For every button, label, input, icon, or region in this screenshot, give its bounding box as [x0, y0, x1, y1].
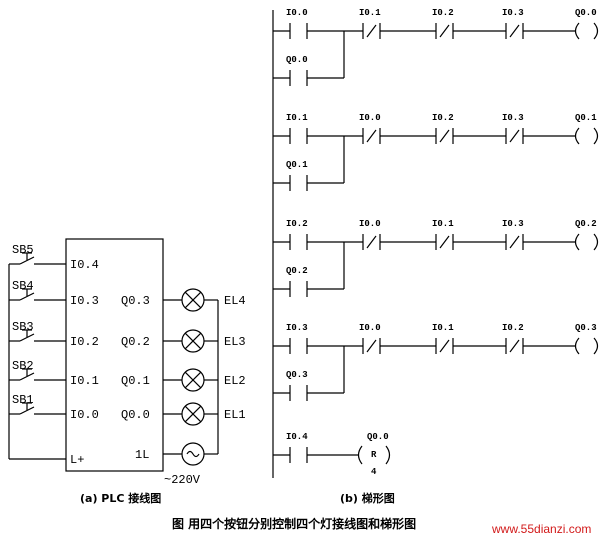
- contact-slash: [366, 235, 377, 249]
- contact-slash: [439, 24, 450, 38]
- coil-left-arc: [574, 233, 580, 251]
- contact-label: Q0.3: [286, 370, 308, 380]
- reset-count-label: 4: [371, 467, 377, 477]
- output-terminal-label: Q0.0: [121, 408, 150, 422]
- reset-coil-right-arc: [385, 445, 391, 465]
- lamp-cross: [184, 332, 202, 350]
- lamp-label: EL1: [224, 408, 246, 422]
- contact-label: I0.2: [286, 219, 308, 229]
- input-terminal-label: I0.3: [70, 294, 99, 308]
- plc-box: [65, 238, 164, 472]
- contact-slash: [509, 129, 520, 143]
- input-terminal-label: I0.4: [70, 258, 99, 272]
- ac-sine: [186, 450, 200, 458]
- output-terminal-label: Q0.1: [121, 374, 150, 388]
- plc-wiring-diagram: [8, 238, 219, 472]
- contact-label: I0.2: [432, 8, 454, 18]
- supply-label: ~220V: [164, 473, 201, 487]
- contact-slash: [366, 129, 377, 143]
- contact-slash: [366, 339, 377, 353]
- contact-label: I0.0: [359, 113, 381, 123]
- lamp-cross: [184, 291, 202, 309]
- watermark: www.55dianzi.com: [491, 522, 591, 536]
- button-label: SB3: [12, 320, 34, 334]
- contact-label: I0.4: [286, 432, 308, 442]
- contact-label: Q0.1: [286, 160, 308, 170]
- button-blade: [19, 406, 35, 415]
- contact-label: I0.3: [502, 8, 524, 18]
- input-terminal-label: I0.1: [70, 374, 99, 388]
- lamp-label: EL3: [224, 335, 246, 349]
- coil-label: Q0.0: [575, 8, 597, 18]
- contact-label: Q0.2: [286, 266, 308, 276]
- coil-right-arc: [593, 22, 599, 40]
- button-blade: [19, 333, 35, 342]
- wiring-caption: (a) PLC 接线图: [80, 491, 161, 505]
- figure-title: 图 用四个按钮分别控制四个灯接线图和梯形图: [172, 516, 416, 531]
- contact-label: I0.2: [432, 113, 454, 123]
- coil-label: Q0.3: [575, 323, 597, 333]
- contact-label: I0.1: [359, 8, 381, 18]
- ladder-caption: (b) 梯形图: [340, 491, 395, 505]
- lamp-cross: [184, 371, 202, 389]
- contact-slash: [509, 24, 520, 38]
- coil-label: Q0.1: [575, 113, 597, 123]
- contact-label: I0.1: [432, 323, 454, 333]
- output-terminal-label: Q0.2: [121, 335, 150, 349]
- contact-label: Q0.0: [286, 55, 308, 65]
- reset-coil-label: R: [371, 450, 377, 460]
- input-terminal-label: I0.0: [70, 408, 99, 422]
- button-label: SB5: [12, 243, 34, 257]
- coil-left-arc: [574, 22, 580, 40]
- coil-right-arc: [593, 233, 599, 251]
- button-label: SB2: [12, 359, 34, 373]
- contact-label: I0.1: [286, 113, 308, 123]
- contact-slash: [366, 24, 377, 38]
- lamp-label: EL2: [224, 374, 246, 388]
- contact-label: I0.2: [502, 323, 524, 333]
- reset-coil-left-arc: [357, 445, 363, 465]
- contact-label: I0.0: [359, 323, 381, 333]
- contact-label: I0.0: [359, 219, 381, 229]
- reset-target-label: Q0.0: [367, 432, 389, 442]
- contact-label: I0.1: [432, 219, 454, 229]
- contact-slash: [439, 129, 450, 143]
- contact-slash: [509, 339, 520, 353]
- lamp-cross: [184, 405, 202, 423]
- coil-right-arc: [593, 127, 599, 145]
- lplus-label: L+: [70, 453, 84, 467]
- contact-label: I0.3: [502, 113, 524, 123]
- coil-right-arc: [593, 337, 599, 355]
- input-terminal-label: I0.2: [70, 335, 99, 349]
- button-blade: [19, 256, 35, 265]
- contact-label: I0.0: [286, 8, 308, 18]
- button-label: SB1: [12, 393, 34, 407]
- button-blade: [19, 292, 35, 301]
- contact-slash: [439, 339, 450, 353]
- contact-slash: [439, 235, 450, 249]
- output-terminal-label: Q0.3: [121, 294, 150, 308]
- contact-label: I0.3: [286, 323, 308, 333]
- button-blade: [19, 372, 35, 381]
- ladder-diagram: [272, 10, 599, 478]
- coil-label: Q0.2: [575, 219, 597, 229]
- output-common-label: 1L: [135, 448, 149, 462]
- contact-slash: [509, 235, 520, 249]
- coil-left-arc: [574, 127, 580, 145]
- lamp-label: EL4: [224, 294, 246, 308]
- contact-label: I0.3: [502, 219, 524, 229]
- coil-left-arc: [574, 337, 580, 355]
- button-label: SB4: [12, 279, 34, 293]
